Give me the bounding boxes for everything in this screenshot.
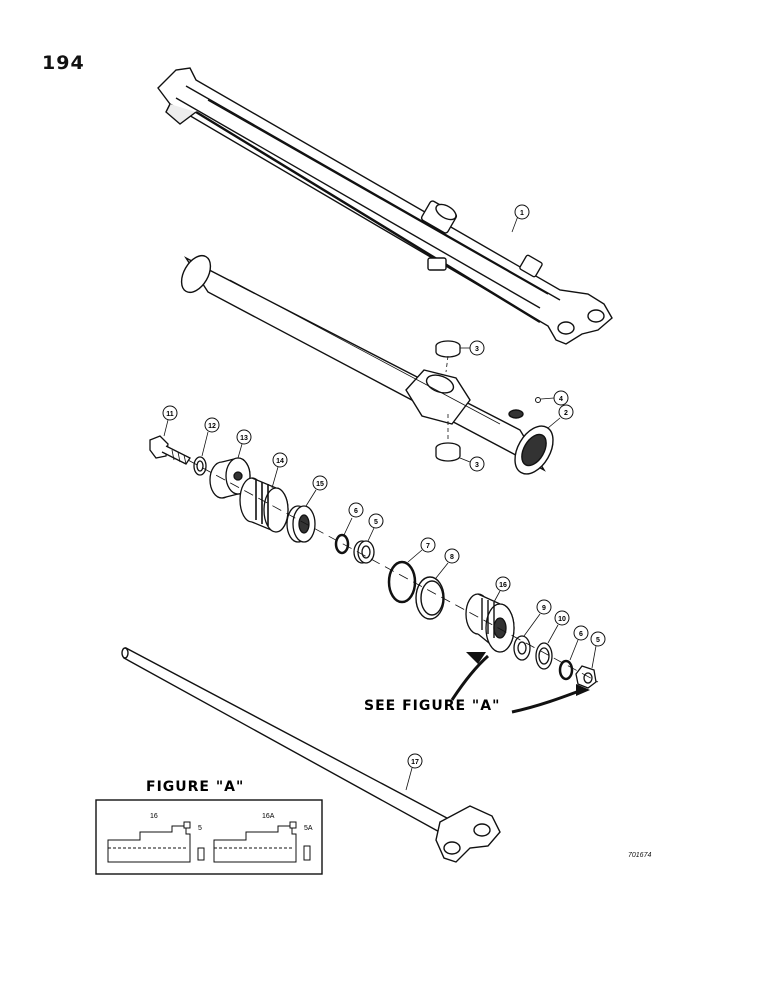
bushing-leader-lines bbox=[445, 355, 449, 440]
callout-label-7: 7 bbox=[426, 543, 430, 550]
figure-a-label-5: 5 bbox=[198, 825, 202, 832]
gland-part-16 bbox=[465, 593, 515, 653]
callout-label-5a: 5 bbox=[374, 519, 378, 526]
callout-label-14: 14 bbox=[276, 458, 284, 465]
figure-a-inset: 16 5 16A 5A bbox=[95, 799, 323, 875]
figure-a-label-16a: 16A bbox=[262, 813, 275, 820]
figure-a-title: FIGURE "A" bbox=[146, 779, 244, 795]
piston-seal-part-15 bbox=[286, 505, 316, 543]
callout-label-16: 16 bbox=[499, 582, 507, 589]
o-ring-part-7 bbox=[387, 560, 417, 604]
callout-11: 11 bbox=[162, 405, 178, 437]
bolt-part-11 bbox=[149, 435, 191, 465]
cylinder-tube-part-2 bbox=[180, 254, 554, 475]
callout-label-3b: 3 bbox=[475, 462, 479, 469]
cylinder-barrel-part-1 bbox=[157, 67, 613, 345]
page-number: 194 bbox=[42, 52, 85, 74]
callout-2: 2 bbox=[547, 404, 574, 429]
bushing-part-3-top bbox=[435, 340, 461, 358]
figure-a-gland-16 bbox=[107, 821, 205, 863]
callout-3-bottom: 3 bbox=[459, 456, 485, 472]
callout-label-3a: 3 bbox=[475, 346, 479, 353]
callout-label-10: 10 bbox=[558, 616, 566, 623]
callout-7: 7 bbox=[407, 537, 436, 563]
washer-part-12 bbox=[193, 456, 207, 476]
callout-label-1: 1 bbox=[520, 210, 524, 217]
callout-15: 15 bbox=[305, 475, 328, 507]
o-ring-part-6-lower bbox=[558, 659, 574, 681]
callout-14: 14 bbox=[271, 452, 288, 489]
callout-8: 8 bbox=[435, 548, 460, 579]
callout-4: 4 bbox=[540, 390, 569, 406]
callout-13: 13 bbox=[236, 429, 252, 459]
callout-5-upper: 5 bbox=[367, 513, 384, 542]
callout-3-top: 3 bbox=[460, 340, 485, 356]
nut-part-5-lower bbox=[575, 665, 597, 689]
o-ring-part-6-upper bbox=[334, 533, 350, 555]
callout-label-5b: 5 bbox=[596, 637, 600, 644]
drawing-id: 701674 bbox=[628, 852, 652, 859]
figure-a-gland-16a bbox=[213, 821, 311, 863]
callout-label-6a: 6 bbox=[354, 508, 358, 515]
callout-1: 1 bbox=[511, 204, 530, 233]
callout-label-13: 13 bbox=[240, 435, 248, 442]
callout-16: 16 bbox=[493, 576, 511, 603]
figure-a-label-16: 16 bbox=[150, 813, 158, 820]
callout-17: 17 bbox=[405, 753, 423, 791]
callout-label-12: 12 bbox=[208, 423, 216, 430]
backup-ring-part-8 bbox=[415, 576, 445, 620]
see-figure-label: SEE FIGURE "A" bbox=[364, 698, 500, 714]
callout-label-17: 17 bbox=[411, 759, 419, 766]
figure-a-label-5a: 5A bbox=[304, 825, 313, 832]
callout-label-6b: 6 bbox=[579, 631, 583, 638]
piston-rod-part-17 bbox=[121, 646, 501, 863]
callout-label-11: 11 bbox=[166, 411, 174, 418]
callout-9: 9 bbox=[523, 599, 552, 637]
callout-label-2: 2 bbox=[564, 410, 568, 417]
grease-fitting-part-4 bbox=[535, 397, 541, 403]
callout-12: 12 bbox=[201, 417, 220, 457]
assembly-center-line bbox=[187, 459, 599, 683]
piston-part-14 bbox=[239, 477, 289, 533]
callout-5-lower: 5 bbox=[590, 631, 606, 669]
backup-ring-part-5-upper bbox=[353, 540, 375, 564]
ring-part-10 bbox=[535, 642, 553, 670]
arrow-heads bbox=[466, 652, 590, 696]
callout-label-4: 4 bbox=[559, 396, 563, 403]
callout-10: 10 bbox=[547, 610, 570, 644]
callout-label-15: 15 bbox=[316, 481, 324, 488]
bushing-part-3-bottom bbox=[435, 442, 461, 462]
wiper-part-9 bbox=[513, 635, 531, 661]
callout-6-lower: 6 bbox=[569, 625, 589, 661]
callout-6-upper: 6 bbox=[343, 502, 364, 536]
callout-label-9: 9 bbox=[542, 605, 546, 612]
callout-label-8: 8 bbox=[450, 554, 454, 561]
